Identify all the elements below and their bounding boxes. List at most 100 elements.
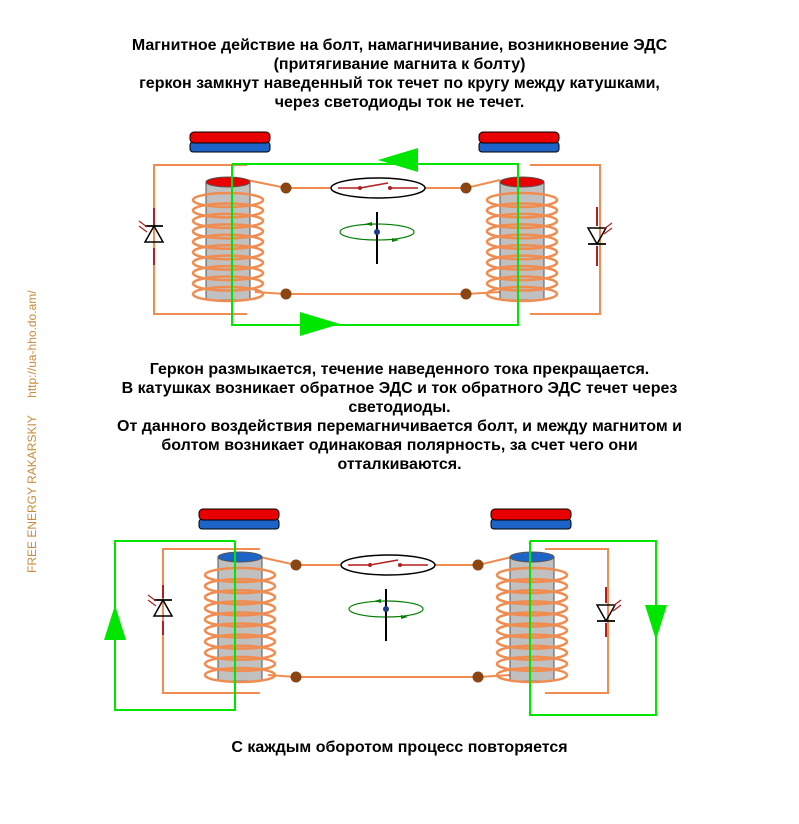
led-light-ray <box>612 599 622 607</box>
bolt-body <box>509 556 555 682</box>
coil-turn <box>485 285 559 303</box>
text-line: Геркон размыкается, течение наведенного … <box>149 361 650 378</box>
coil-turn <box>485 202 559 219</box>
rotation-arrow-icon <box>392 238 399 242</box>
magnet-north-pole <box>478 131 560 144</box>
current-path-right <box>529 540 657 716</box>
coil-turn <box>191 264 265 282</box>
coil-turn <box>191 243 265 261</box>
middle-description: Геркон размыкается, течение наведенного … <box>0 360 799 474</box>
bottom-wire <box>254 291 501 295</box>
coil-turn <box>485 254 559 271</box>
rotation-arrow-icon <box>374 599 381 603</box>
magnet-north-pole <box>490 508 572 521</box>
bolt-top <box>499 176 545 188</box>
coil-turn <box>495 577 569 595</box>
text-line: С каждым оборотом процесс повторяется <box>231 739 568 756</box>
coil-turn <box>495 622 569 639</box>
bolt-body <box>205 181 251 301</box>
magnet-north-pole <box>189 131 271 144</box>
junction-dot <box>472 559 484 571</box>
junction-dot <box>460 182 472 194</box>
coil-turn <box>203 655 277 673</box>
current-arrow-icon <box>104 605 126 640</box>
bottom-wire <box>267 674 513 678</box>
coil-turn <box>203 644 277 662</box>
coil-turn <box>485 233 559 251</box>
diagram-open-switch <box>104 508 667 716</box>
led-light-ray <box>138 225 148 233</box>
led-diode-icon <box>143 224 165 243</box>
coil-turn <box>191 254 265 271</box>
led-wire-left <box>153 164 247 315</box>
coil-turn <box>485 212 559 230</box>
text-line: (притягивание магнита к болту) <box>273 56 526 73</box>
coil-turn <box>203 622 277 639</box>
coil-turn <box>495 611 569 628</box>
led-light-ray <box>603 222 613 230</box>
led-diode-icon <box>595 604 617 623</box>
magnet-north-pole <box>198 508 280 521</box>
coil-turn <box>495 566 569 584</box>
coil-turn <box>495 600 569 617</box>
bolt-top <box>205 176 251 188</box>
bolt-top <box>217 551 263 563</box>
coil-turn <box>495 588 569 606</box>
coil-turn <box>191 191 265 209</box>
reed-switch <box>340 554 436 576</box>
coil-turn <box>495 666 569 684</box>
rotation-center <box>374 229 380 235</box>
coil-turn <box>495 644 569 662</box>
current-arrow-icon <box>378 148 418 172</box>
coil-turn <box>191 233 265 251</box>
text-line: От данного воздействия перемагничивается… <box>117 418 682 435</box>
coil-turn <box>203 577 277 595</box>
coil-turn <box>495 655 569 673</box>
diagram-closed-switch <box>138 131 613 336</box>
coil-turn <box>203 611 277 628</box>
junction-dot <box>460 288 472 300</box>
current-path <box>231 163 519 326</box>
reed-contact <box>359 182 389 189</box>
coil-turn <box>485 191 559 209</box>
reed-contact-point <box>398 563 402 567</box>
current-path-left <box>114 540 236 711</box>
led-light-ray <box>138 220 148 228</box>
top-description: Магнитное действие на болт, намагничиван… <box>0 36 799 112</box>
coil-turn <box>191 223 265 240</box>
coil-turn <box>191 202 265 219</box>
current-arrow-icon <box>300 312 340 336</box>
led-diode-icon <box>586 227 608 246</box>
rotation-arrow-icon <box>365 222 372 226</box>
text-line: Магнитное действие на болт, намагничиван… <box>131 37 668 54</box>
text-line: В катушках возникает обратное ЭДС и ток … <box>121 380 678 397</box>
coil-turn <box>495 633 569 650</box>
junction-dot <box>290 559 302 571</box>
led-light-ray <box>603 227 613 235</box>
text-line: болтом возникает одинаковая полярность, … <box>161 437 638 454</box>
bottom-description: С каждым оборотом процесс повторяется <box>0 738 799 757</box>
coil-turn <box>485 243 559 261</box>
coil-turn <box>203 566 277 584</box>
coil-turn <box>203 666 277 684</box>
text-line: через светодиоды ток не течет. <box>274 94 525 111</box>
bolt-body <box>217 556 263 682</box>
reed-contact-point <box>358 186 362 190</box>
text-line: отталкиваются. <box>337 456 462 473</box>
junction-dot <box>472 671 484 683</box>
junction-dot <box>280 288 292 300</box>
led-light-ray <box>612 604 622 612</box>
led-diode-icon <box>152 598 174 617</box>
junction-dot <box>290 671 302 683</box>
rotation-center <box>383 606 389 612</box>
coil-turn <box>191 285 265 303</box>
bolt-body <box>499 181 545 301</box>
junction-dot <box>280 182 292 194</box>
current-arrow-icon <box>645 605 667 640</box>
reed-contact-point <box>368 563 372 567</box>
reed-contact-point <box>388 186 392 190</box>
reed-contact <box>369 559 399 566</box>
coil-turn <box>485 264 559 282</box>
coil-turn <box>203 600 277 617</box>
text-line: геркон замкнут наведенный ток течет по к… <box>139 75 660 92</box>
